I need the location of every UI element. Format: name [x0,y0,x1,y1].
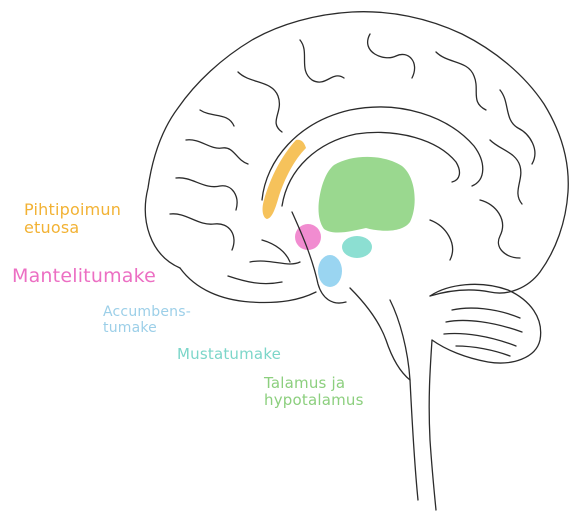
brainstem-outline [390,300,436,510]
substantia-nigra-region [342,236,372,258]
nucleus-accumbens-label: Accumbens- tumake [103,304,191,336]
gyri-temporal [228,240,300,284]
thalamus-hypothalamus-label-line2: hypotalamus [264,392,364,409]
amygdala-label: Mantelitumake [12,266,156,288]
nucleus-accumbens-label-line2: tumake [103,320,191,336]
amygdala-label-text: Mantelitumake [12,266,156,288]
anterior-cingulate-region [263,140,306,219]
gyri-upper [238,34,486,132]
nucleus-accumbens-region [318,255,342,287]
cerebellum-folia [444,308,522,356]
thalamus-region [319,157,415,233]
anterior-cingulate-label-line2: etuosa [24,219,121,237]
gyri-front [170,110,248,250]
cerebellum-outline [430,284,541,363]
brain-regions [263,140,415,287]
nucleus-accumbens-label-line1: Accumbens- [103,304,191,320]
temporal-lobe-outline [180,268,316,303]
anterior-cingulate-label-line1: Pihtipoimun [24,201,121,219]
pons-outline [350,288,410,380]
anterior-cingulate-label: Pihtipoimun etuosa [24,201,121,238]
thalamus-hypothalamus-label-line1: Talamus ja [264,375,364,392]
thalamus-hypothalamus-label: Talamus ja hypotalamus [264,375,364,410]
substantia-nigra-label-text: Mustatumake [177,346,281,363]
substantia-nigra-label: Mustatumake [177,346,281,363]
brain-outline [145,12,568,510]
